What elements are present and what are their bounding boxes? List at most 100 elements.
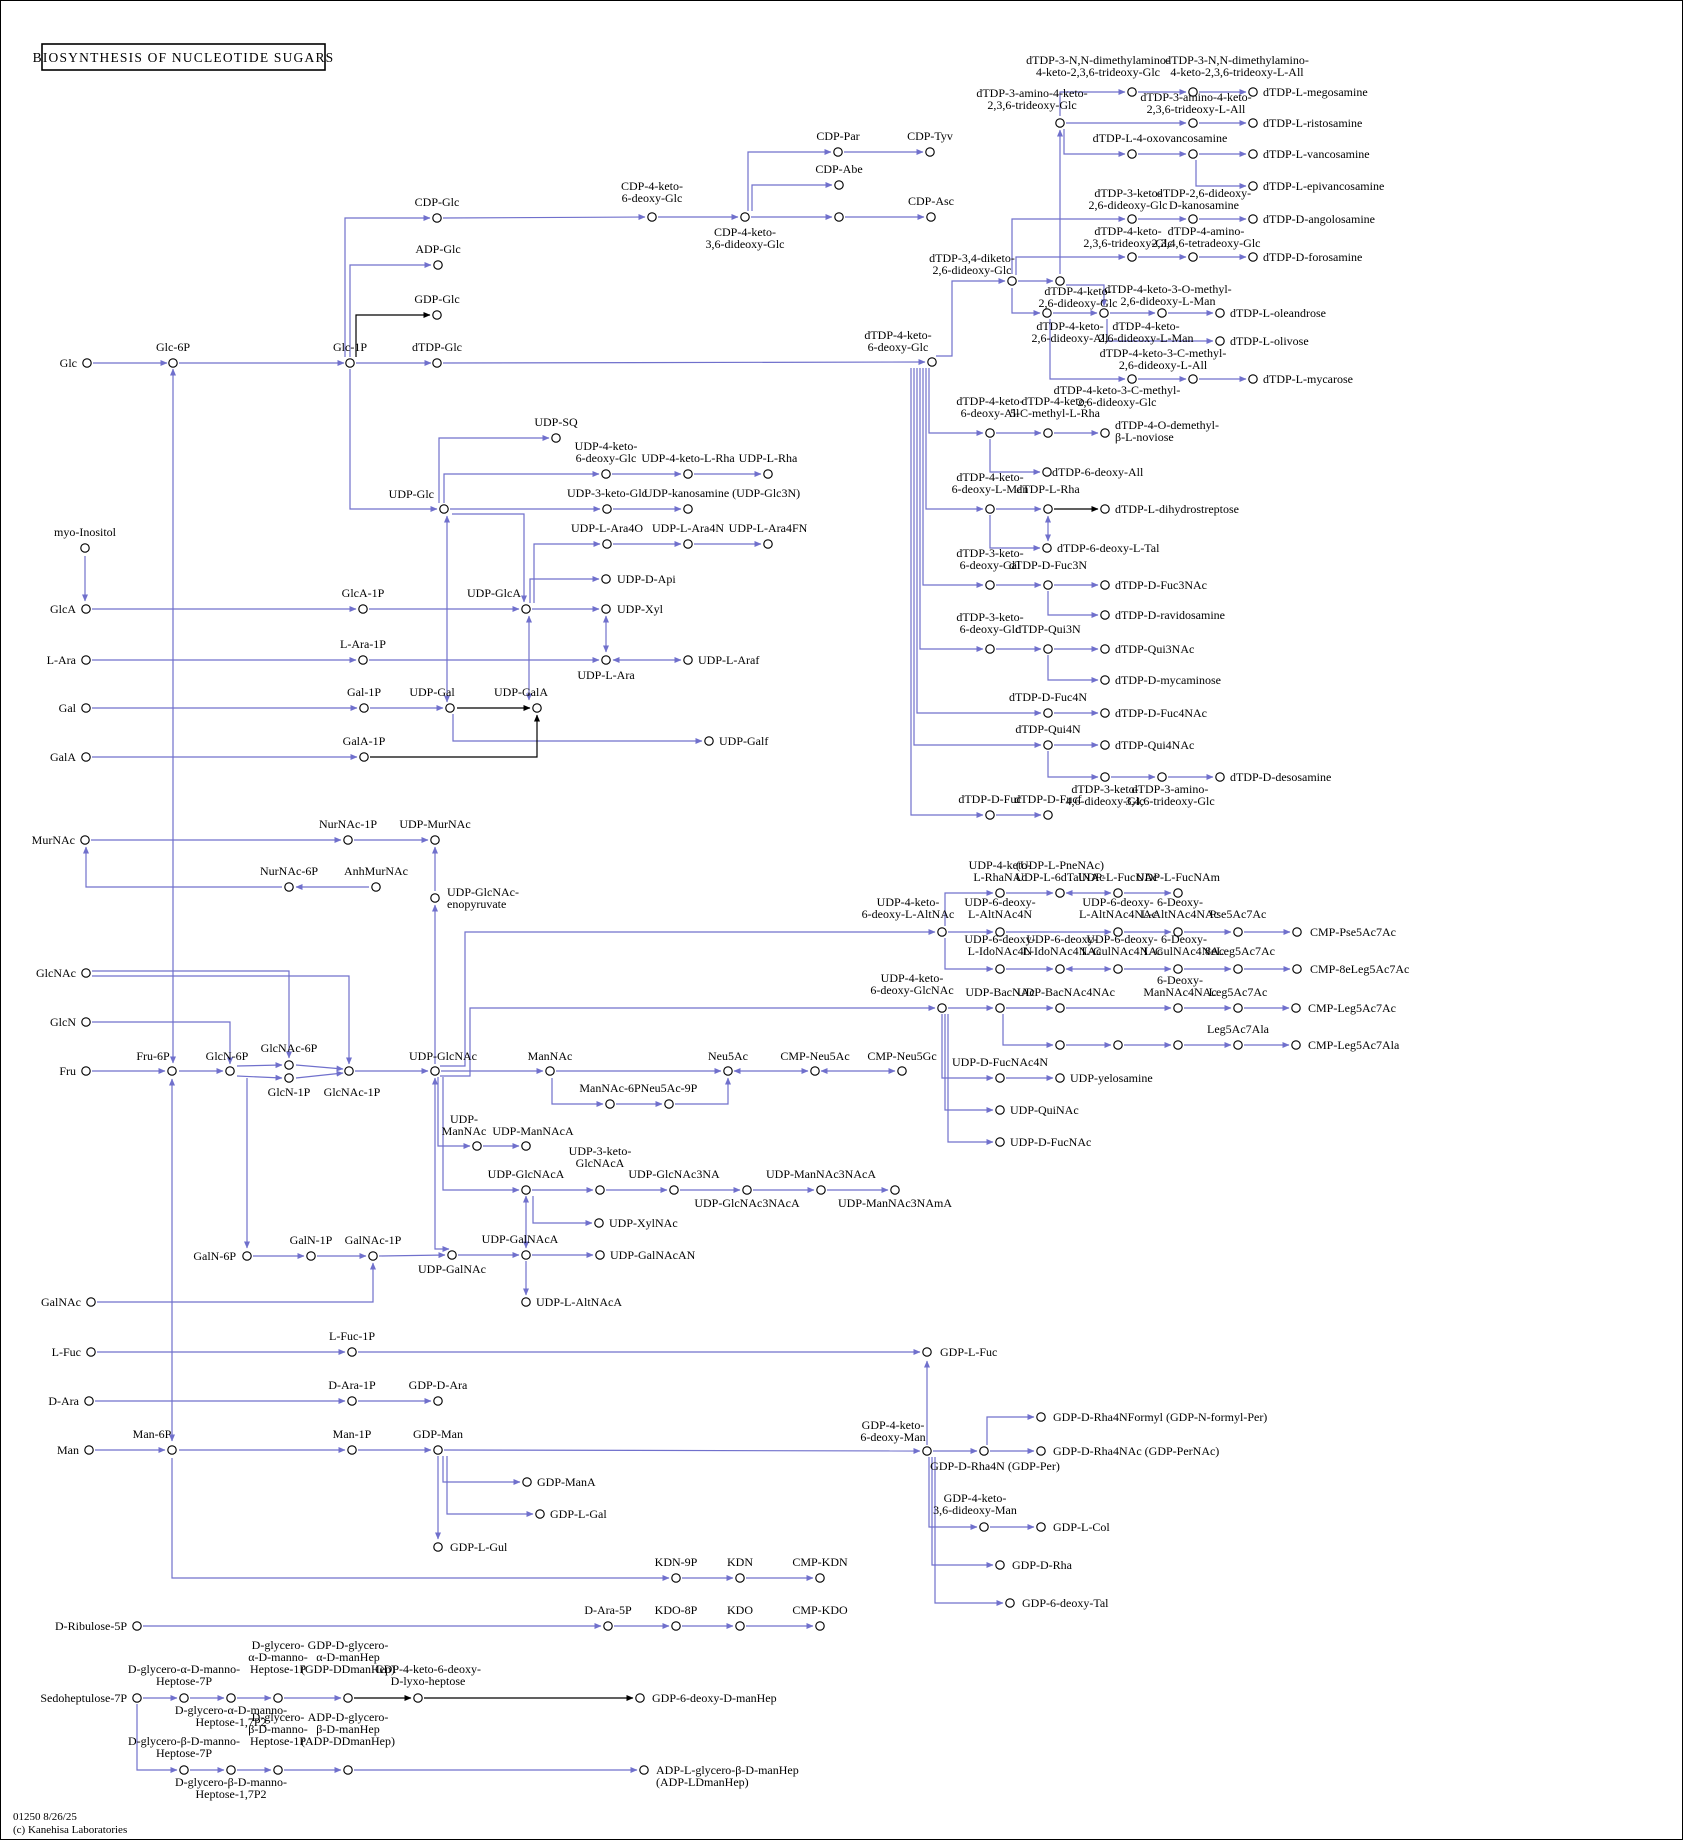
compound-node[interactable]	[345, 358, 355, 368]
compound-node[interactable]	[359, 703, 369, 713]
compound-node[interactable]	[1042, 467, 1052, 477]
compound-node[interactable]	[1188, 118, 1198, 128]
compound-node[interactable]	[1188, 374, 1198, 384]
compound-node[interactable]	[995, 1560, 1005, 1570]
compound-node[interactable]	[1113, 1040, 1123, 1050]
compound-node[interactable]	[671, 1573, 681, 1583]
compound-node[interactable]	[439, 504, 449, 514]
compound-node[interactable]	[1036, 1412, 1046, 1422]
compound-node[interactable]	[284, 1060, 294, 1070]
compound-node[interactable]	[433, 1445, 443, 1455]
compound-node[interactable]	[1173, 888, 1183, 898]
compound-node[interactable]	[1100, 675, 1110, 685]
compound-node[interactable]	[343, 1765, 353, 1775]
compound-node[interactable]	[1292, 964, 1302, 974]
compound-node[interactable]	[368, 1251, 378, 1261]
compound-node[interactable]	[937, 927, 947, 937]
compound-node[interactable]	[81, 968, 91, 978]
compound-node[interactable]	[816, 1185, 826, 1195]
compound-node[interactable]	[897, 1066, 907, 1076]
compound-node[interactable]	[1248, 181, 1258, 191]
compound-node[interactable]	[371, 882, 381, 892]
compound-node[interactable]	[521, 1297, 531, 1307]
compound-node[interactable]	[413, 1693, 423, 1703]
compound-node[interactable]	[937, 1003, 947, 1013]
compound-node[interactable]	[995, 888, 1005, 898]
compound-node[interactable]	[594, 1218, 604, 1228]
compound-node[interactable]	[1055, 888, 1065, 898]
compound-node[interactable]	[521, 1250, 531, 1260]
compound-node[interactable]	[179, 1765, 189, 1775]
compound-node[interactable]	[273, 1693, 283, 1703]
compound-node[interactable]	[926, 212, 936, 222]
compound-node[interactable]	[430, 893, 440, 903]
compound-node[interactable]	[1055, 1040, 1065, 1050]
compound-node[interactable]	[985, 504, 995, 514]
compound-node[interactable]	[602, 504, 612, 514]
compound-node[interactable]	[284, 882, 294, 892]
compound-node[interactable]	[359, 752, 369, 762]
compound-node[interactable]	[433, 1396, 443, 1406]
compound-node[interactable]	[1233, 1040, 1243, 1050]
compound-node[interactable]	[985, 428, 995, 438]
compound-node[interactable]	[671, 1621, 681, 1631]
compound-node[interactable]	[1100, 580, 1110, 590]
compound-node[interactable]	[1291, 1040, 1301, 1050]
compound-node[interactable]	[1127, 214, 1137, 224]
compound-node[interactable]	[922, 1446, 932, 1456]
compound-node[interactable]	[985, 644, 995, 654]
compound-node[interactable]	[1215, 308, 1225, 318]
compound-node[interactable]	[1113, 964, 1123, 974]
compound-node[interactable]	[1188, 87, 1198, 97]
compound-node[interactable]	[647, 212, 657, 222]
compound-node[interactable]	[922, 1347, 932, 1357]
compound-node[interactable]	[601, 574, 611, 584]
compound-node[interactable]	[86, 1347, 96, 1357]
compound-node[interactable]	[1042, 308, 1052, 318]
compound-node[interactable]	[1036, 1522, 1046, 1532]
compound-node[interactable]	[1157, 308, 1167, 318]
compound-node[interactable]	[601, 655, 611, 665]
compound-node[interactable]	[1188, 252, 1198, 262]
compound-node[interactable]	[430, 1066, 440, 1076]
compound-node[interactable]	[273, 1765, 283, 1775]
compound-node[interactable]	[683, 469, 693, 479]
compound-node[interactable]	[358, 655, 368, 665]
compound-node[interactable]	[723, 1066, 733, 1076]
compound-node[interactable]	[815, 1573, 825, 1583]
compound-node[interactable]	[735, 1621, 745, 1631]
compound-node[interactable]	[306, 1251, 316, 1261]
compound-node[interactable]	[226, 1765, 236, 1775]
compound-node[interactable]	[1157, 772, 1167, 782]
compound-node[interactable]	[664, 1099, 674, 1109]
compound-node[interactable]	[84, 1396, 94, 1406]
compound-node[interactable]	[343, 1693, 353, 1703]
compound-node[interactable]	[1127, 374, 1137, 384]
compound-node[interactable]	[979, 1446, 989, 1456]
compound-node[interactable]	[433, 260, 443, 270]
compound-node[interactable]	[432, 358, 442, 368]
compound-node[interactable]	[605, 1099, 615, 1109]
compound-node[interactable]	[179, 1693, 189, 1703]
compound-node[interactable]	[1042, 543, 1052, 553]
compound-node[interactable]	[735, 1573, 745, 1583]
compound-node[interactable]	[80, 543, 90, 553]
compound-node[interactable]	[927, 357, 937, 367]
compound-node[interactable]	[1005, 1598, 1015, 1608]
compound-node[interactable]	[834, 212, 844, 222]
compound-node[interactable]	[683, 655, 693, 665]
compound-node[interactable]	[1127, 252, 1137, 262]
compound-node[interactable]	[445, 703, 455, 713]
compound-node[interactable]	[82, 358, 92, 368]
compound-node[interactable]	[168, 358, 178, 368]
compound-node[interactable]	[995, 1105, 1005, 1115]
compound-node[interactable]	[639, 1765, 649, 1775]
compound-node[interactable]	[86, 1297, 96, 1307]
compound-node[interactable]	[535, 1509, 545, 1519]
compound-node[interactable]	[1055, 1003, 1065, 1013]
compound-node[interactable]	[995, 1003, 1005, 1013]
compound-node[interactable]	[225, 1066, 235, 1076]
compound-node[interactable]	[1248, 214, 1258, 224]
compound-node[interactable]	[447, 1250, 457, 1260]
compound-node[interactable]	[1055, 1073, 1065, 1083]
